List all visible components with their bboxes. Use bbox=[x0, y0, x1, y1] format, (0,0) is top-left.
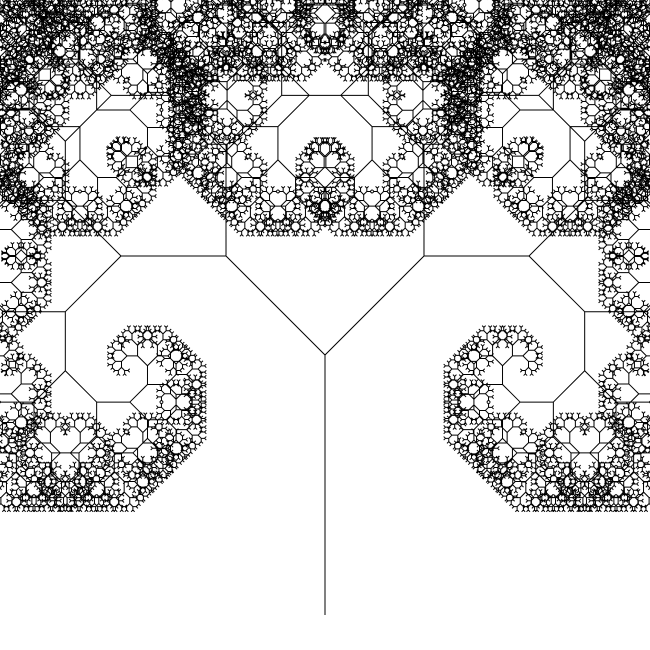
branch-group bbox=[0, 0, 650, 615]
tree-branches bbox=[0, 0, 650, 615]
